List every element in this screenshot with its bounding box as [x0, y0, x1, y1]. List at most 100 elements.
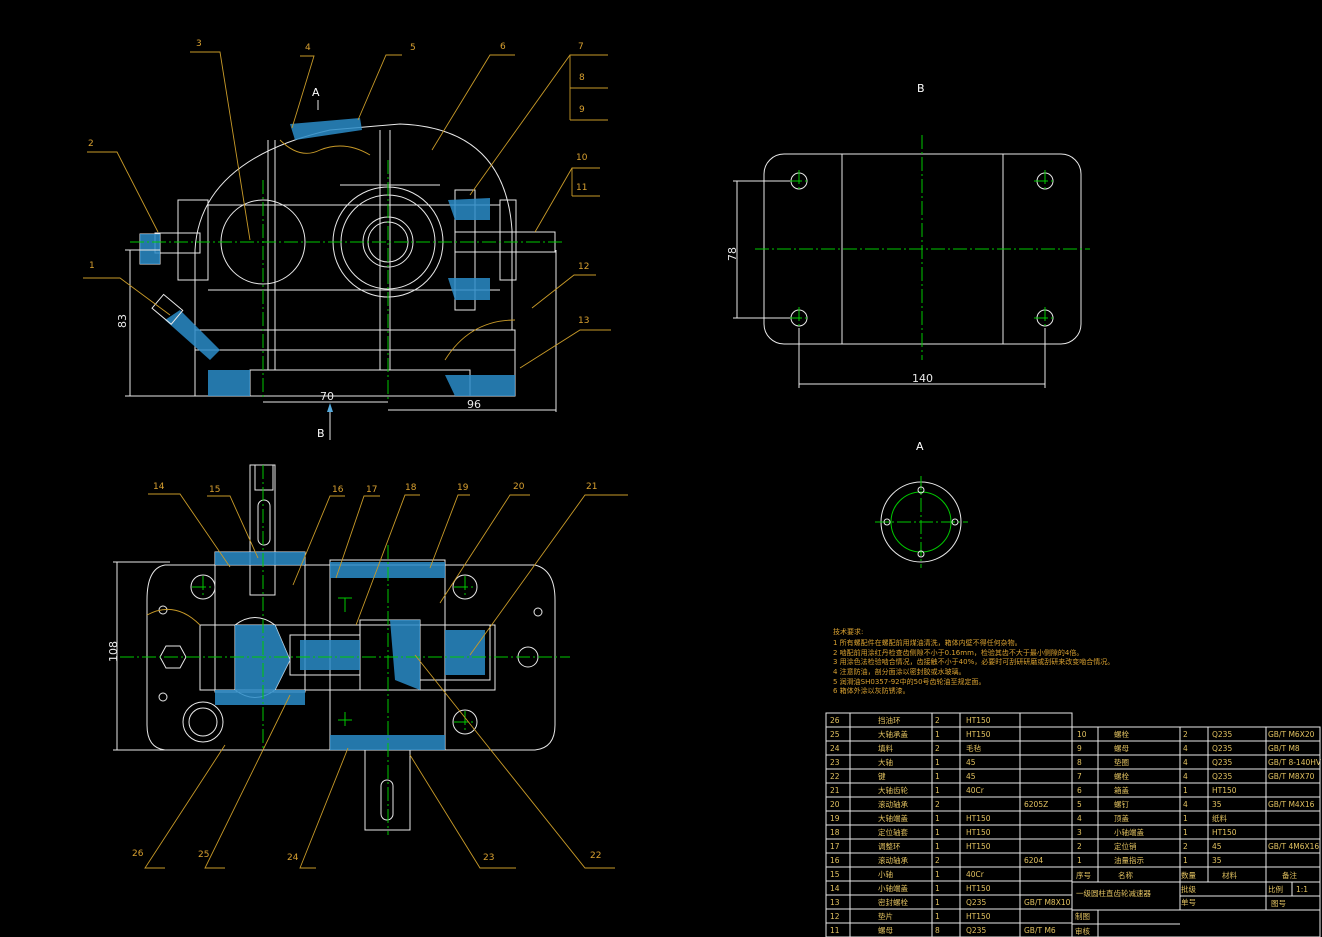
bom-left-cell: 小轴端盖: [878, 883, 908, 893]
bom-right-cell: Q235: [1212, 758, 1232, 767]
bom-right-cell: HT150: [1212, 786, 1237, 795]
bom-right-cell: 4: [1183, 744, 1188, 753]
bom-right-cell: Q235: [1212, 772, 1232, 781]
bom-header-note: 备注: [1282, 870, 1298, 880]
bom-left-cell: 1: [935, 828, 940, 837]
bom-left-cell: 24: [830, 744, 840, 753]
view-b: B 78 140: [726, 82, 1090, 388]
part-label-15: 15: [209, 485, 220, 495]
dim-78: 78: [726, 247, 739, 261]
bom-left-cell: 26: [830, 716, 840, 725]
bom-left-cell: 键: [878, 771, 886, 781]
bom-right-cell: 2: [1183, 730, 1188, 739]
bom-right-cell: GB/T M4X16: [1268, 800, 1315, 809]
view-a-title: A: [916, 440, 924, 453]
bom-left-cell: 挡油环: [878, 715, 901, 725]
bom-right-cell: 35: [1212, 856, 1222, 865]
part-label-11: 11: [576, 183, 587, 193]
bom-left-cell: 18: [830, 828, 840, 837]
bom-left-cell: 23: [830, 758, 840, 767]
bom-left-cell: 14: [830, 884, 840, 893]
part-label-4: 4: [305, 43, 311, 53]
part-label-5: 5: [410, 43, 416, 53]
drawing-title: 一级圆柱直齿轮减速器: [1076, 888, 1151, 898]
bom-right-cell: 螺栓: [1114, 771, 1130, 781]
part-label-2: 2: [88, 139, 94, 149]
bom-right-cell: 垫圈: [1114, 757, 1129, 767]
unit-label: 单号: [1181, 897, 1196, 907]
part-label-6: 6: [500, 42, 506, 52]
bom-right-cell: 1: [1183, 856, 1188, 865]
bom-left-cell: 1: [935, 842, 940, 851]
bom-left-cell: 45: [966, 758, 976, 767]
bom-left-cell: 定位轴套: [878, 827, 908, 837]
bom-header-qty: 数量: [1181, 870, 1197, 880]
bom-right-cell: 箱盖: [1114, 785, 1130, 795]
bom-left-cell: Q235: [966, 898, 986, 907]
bom-left-cell: 滚动轴承: [878, 855, 908, 865]
bom-right-cell: 7: [1077, 772, 1082, 781]
bom-left-cell: 2: [935, 800, 940, 809]
part-label-9: 9: [579, 105, 585, 115]
part-label-26: 26: [132, 849, 144, 859]
view-b-title: B: [917, 82, 925, 95]
bom-left-cell: 1: [935, 884, 940, 893]
bom-right-cell: GB/T 4M6X16: [1268, 842, 1319, 851]
bom-header-mat: 材料: [1222, 870, 1238, 880]
dim-70: 70: [320, 390, 334, 403]
bom-left-cell: 1: [935, 786, 940, 795]
dim-96: 96: [467, 398, 481, 411]
bom-left-cell: 1: [935, 814, 940, 823]
part-label-20: 20: [513, 482, 525, 492]
bom-left-cell: GB/T M6: [1024, 926, 1056, 935]
bom-left-cell: 滚动轴承: [878, 799, 908, 809]
bom-left-cell: 19: [830, 814, 840, 823]
bom-left-cell: 调整环: [878, 841, 901, 851]
dim-108: 108: [107, 641, 120, 662]
bom-right-cell: 6: [1077, 786, 1082, 795]
bom-right-cell: 1: [1183, 814, 1188, 823]
bom-right-cell: GB/T M8X70: [1268, 772, 1315, 781]
bom-right-cell: 2: [1077, 842, 1082, 851]
bom-right-cell: 螺栓: [1114, 729, 1130, 739]
bom-left-cell: HT150: [966, 716, 991, 725]
bom-left-cell: 12: [830, 912, 840, 921]
bill-of-materials: 序号 名称 数量 材料 备注 一级圆柱直齿轮减速器 批级 比例 1:1 单号 图…: [825, 712, 1322, 937]
bom-right-cell: Q235: [1212, 744, 1232, 753]
view-label-b-arrow: B: [317, 427, 325, 440]
part-label-12: 12: [578, 262, 589, 272]
bom-right-cell: 10: [1077, 730, 1087, 739]
bom-right-cell: 油量指示: [1114, 855, 1144, 865]
note-line-6: 6 箱体外涂以灰防锈漆。: [833, 686, 910, 695]
bom-right-cell: 35: [1212, 800, 1222, 809]
bom-right-cell: 螺母: [1114, 743, 1130, 753]
bom-right-cell: 2: [1183, 842, 1188, 851]
part-label-13: 13: [578, 316, 589, 326]
bom-left-cell: 大轴端盖: [878, 813, 908, 823]
bom-left-cell: HT150: [966, 884, 991, 893]
draw-label: 制图: [1075, 911, 1090, 921]
note-line-5: 5 润滑油SH0357-92中的50号齿轮油至规定面。: [833, 677, 986, 686]
bom-left-cell: GB/T M8X10: [1024, 898, 1071, 907]
bom-left-cell: 16: [830, 856, 840, 865]
bom-left-cell: 22: [830, 772, 840, 781]
part-label-8: 8: [579, 73, 585, 83]
bom-left-cell: 螺母: [878, 925, 893, 935]
bom-left-cell: 1: [935, 730, 940, 739]
bom-right-cell: 纸料: [1212, 813, 1228, 823]
note-line-1: 1 所有螺配件在螺配前用煤油清洗，箱体内壁不得任何杂物。: [833, 638, 1022, 647]
part-label-7: 7: [578, 42, 584, 52]
sheet-label: 图号: [1271, 899, 1286, 908]
note-line-3: 3 用涂色法检验啮合情况，齿接触不小于40%，必要时可刮研研磨或刮研来改变啮合情…: [833, 657, 1114, 666]
part-label-17: 17: [366, 485, 377, 495]
bom-right-cell: 4: [1183, 800, 1188, 809]
bom-left-cell: 2: [935, 856, 940, 865]
bom-left-cell: 20: [830, 800, 840, 809]
bom-left-cell: HT150: [966, 842, 991, 851]
bom-right-cell: GB/T M8: [1268, 744, 1300, 753]
bom-right-cell: 9: [1077, 744, 1082, 753]
view-label-a-arrow: A: [312, 86, 320, 99]
bom-left-cell: 25: [830, 730, 840, 739]
plan-view: 108 14 15 16 17 18 19 20 21 22 23 24 25 …: [107, 464, 628, 869]
